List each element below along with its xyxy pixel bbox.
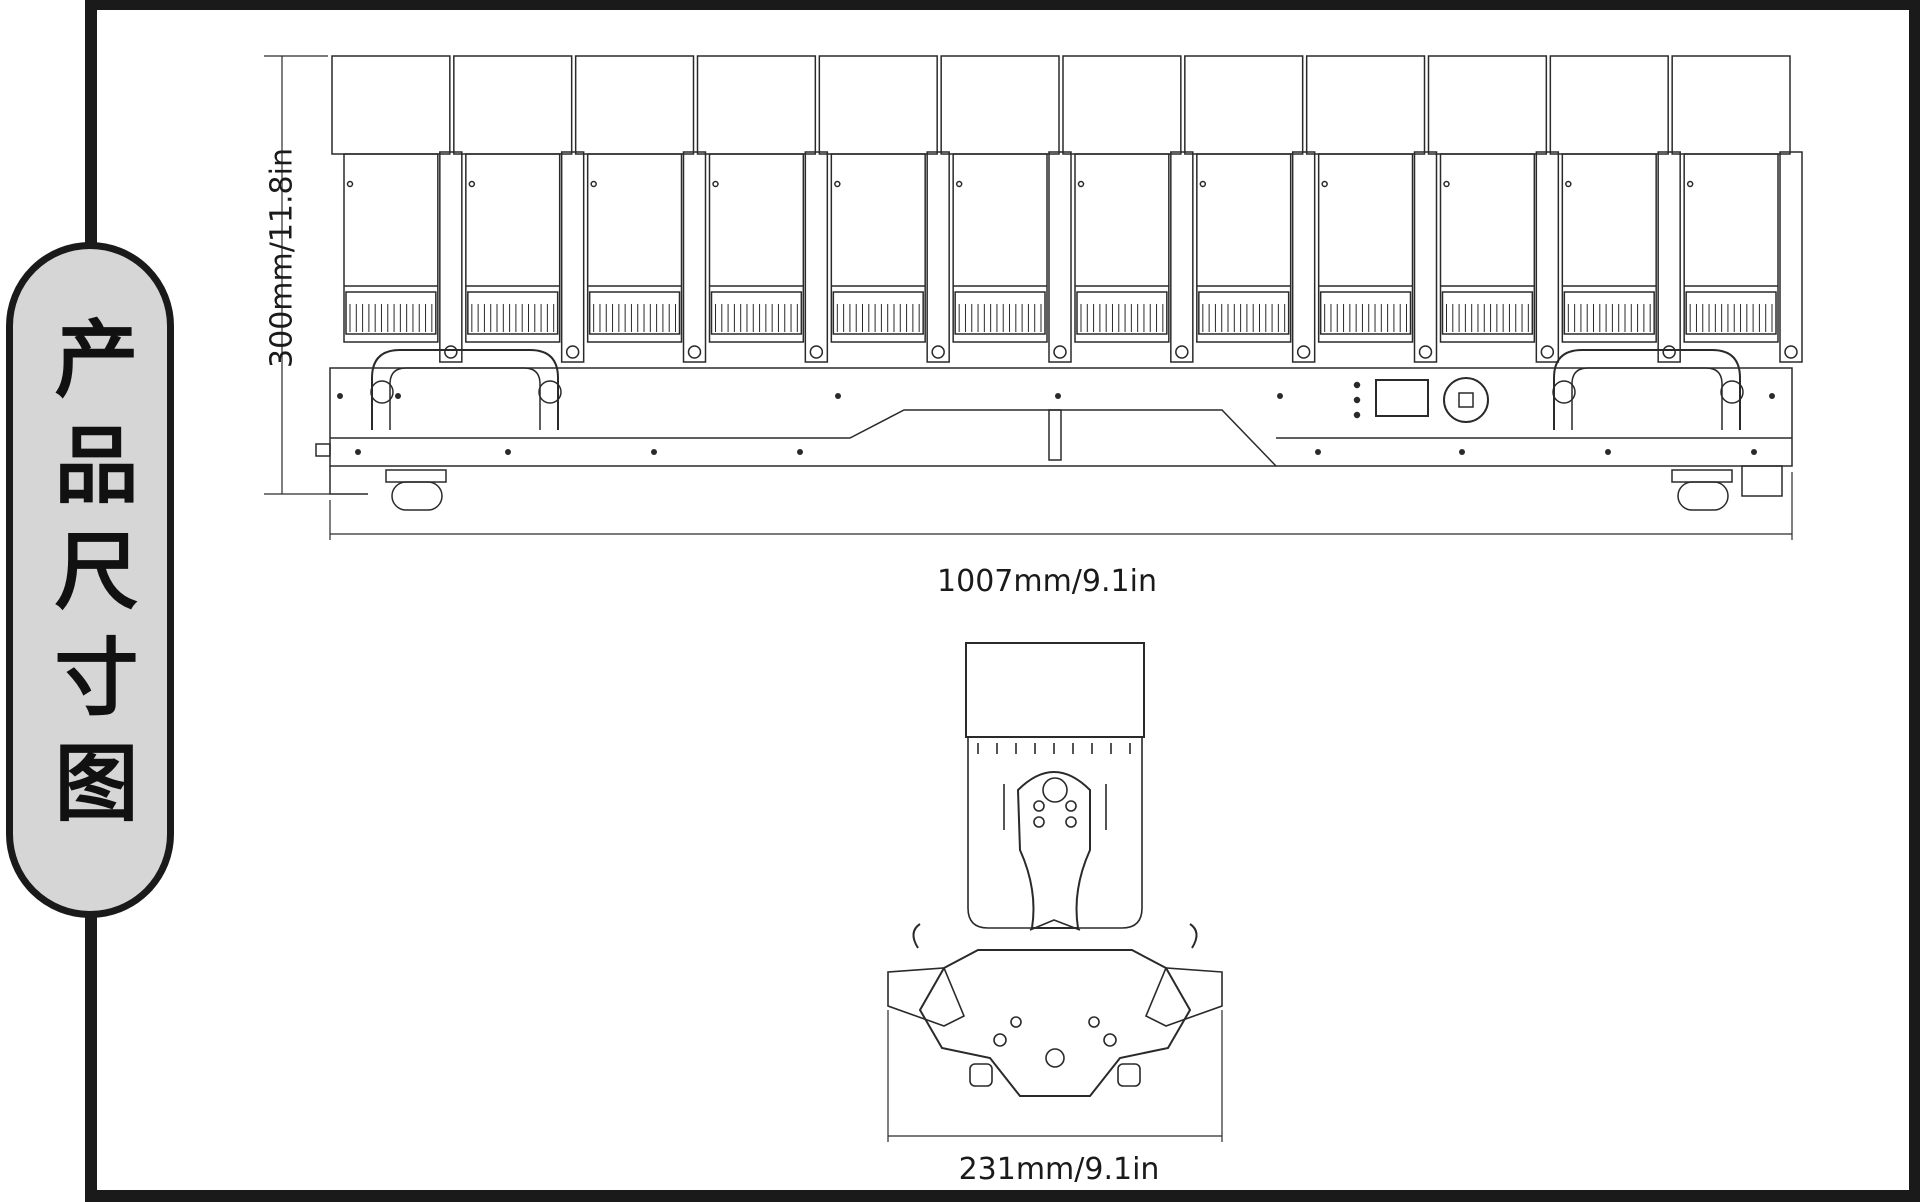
- dimension-lines-side: [887, 1010, 1223, 1142]
- front-view-drawing: [315, 55, 1803, 511]
- side-view-drawing: [887, 642, 1223, 1097]
- light-modules: [331, 55, 1803, 363]
- light-module: [1427, 55, 1560, 363]
- light-module: [1305, 55, 1438, 363]
- light-module: [453, 55, 585, 363]
- dimension-lines-front: [264, 55, 1793, 540]
- light-module: [574, 55, 707, 363]
- light-module: [1671, 55, 1803, 363]
- light-module: [696, 55, 829, 363]
- outer-frame: [85, 0, 1920, 1202]
- light-module: [818, 55, 950, 363]
- width-dimension-label: 1007mm/9.1in: [937, 564, 1157, 599]
- light-module: [331, 55, 463, 363]
- light-module: [940, 55, 1072, 363]
- depth-dimension-label: 231mm/9.1in: [958, 1152, 1160, 1187]
- height-dimension-label: 300mm/11.8in: [264, 148, 300, 368]
- light-module: [1549, 55, 1681, 363]
- light-module: [1062, 55, 1194, 363]
- title-badge: 产品尺寸图: [6, 242, 174, 918]
- light-module: [1184, 55, 1316, 363]
- title-badge-text: 产品尺寸图: [41, 315, 139, 845]
